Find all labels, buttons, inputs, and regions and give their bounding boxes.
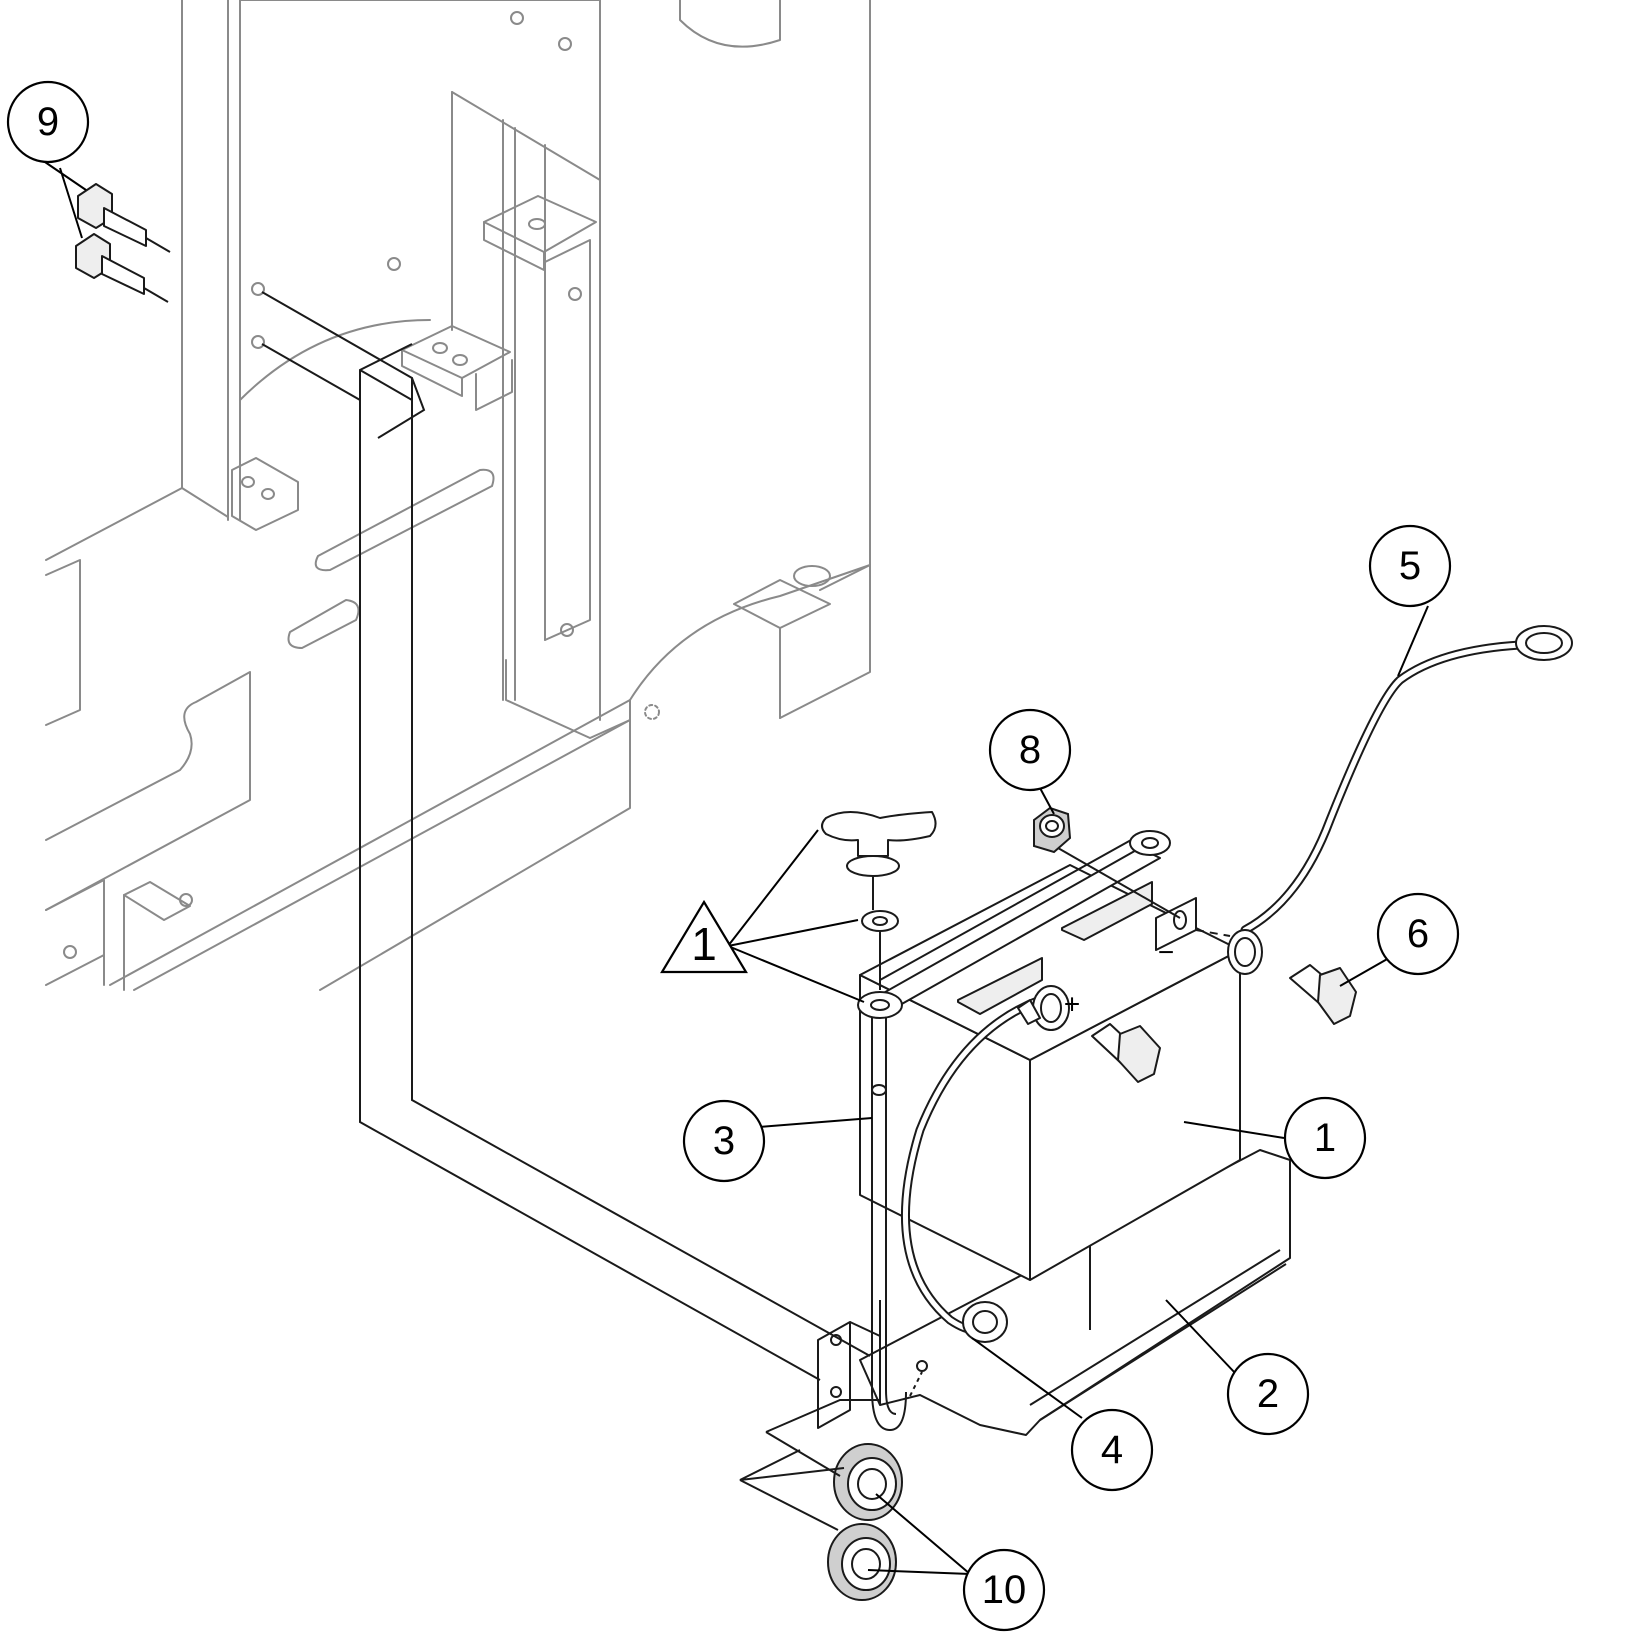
svg-text:5: 5 xyxy=(1399,544,1421,588)
negative-terminal-mark: − xyxy=(1158,937,1174,968)
svg-text:8: 8 xyxy=(1019,728,1041,772)
battery-tray xyxy=(859,1149,1291,1436)
terminal-nut xyxy=(1033,806,1181,919)
callout-9: 9 xyxy=(6,80,90,164)
callout-8: 8 xyxy=(988,708,1072,792)
callout-10: 10 xyxy=(962,1548,1046,1632)
svg-text:1: 1 xyxy=(691,918,717,970)
vehicle-frame xyxy=(45,0,871,991)
callout-6: 6 xyxy=(1376,892,1460,976)
negative-bolt xyxy=(1289,964,1357,1025)
svg-text:6: 6 xyxy=(1407,912,1429,956)
svg-text:2: 2 xyxy=(1257,1372,1279,1416)
callout-5: 5 xyxy=(1368,524,1452,608)
positive-bolt xyxy=(1091,1023,1161,1083)
svg-text:1: 1 xyxy=(1314,1116,1336,1160)
negative-post-clamp xyxy=(1155,897,1231,951)
svg-text:9: 9 xyxy=(37,100,59,144)
ground-cable xyxy=(1227,625,1573,975)
tray-mount-bracket xyxy=(817,1321,928,1429)
battery-parts: − + xyxy=(75,183,1573,1601)
installation-path-lines xyxy=(261,291,871,1381)
j-rod xyxy=(857,991,907,1432)
callout-1: 1 xyxy=(1283,1096,1367,1180)
flange-nuts xyxy=(739,1399,903,1601)
callout-bubbles: 1 2 3 4 5 6 8 9 xyxy=(6,80,1460,1632)
frame-bolts xyxy=(75,183,171,303)
leader-lines xyxy=(41,159,1429,1575)
wing-nut xyxy=(821,811,937,990)
svg-text:10: 10 xyxy=(982,1568,1027,1612)
svg-text:3: 3 xyxy=(713,1119,735,1163)
callout-4: 4 xyxy=(1070,1408,1154,1492)
callout-2: 2 xyxy=(1226,1352,1310,1436)
note-flag-triangle: 1 xyxy=(660,899,748,974)
positive-cable xyxy=(901,985,1070,1343)
callout-3: 3 xyxy=(682,1099,766,1183)
positive-terminal-mark: + xyxy=(1064,989,1080,1020)
svg-text:4: 4 xyxy=(1101,1428,1123,1472)
